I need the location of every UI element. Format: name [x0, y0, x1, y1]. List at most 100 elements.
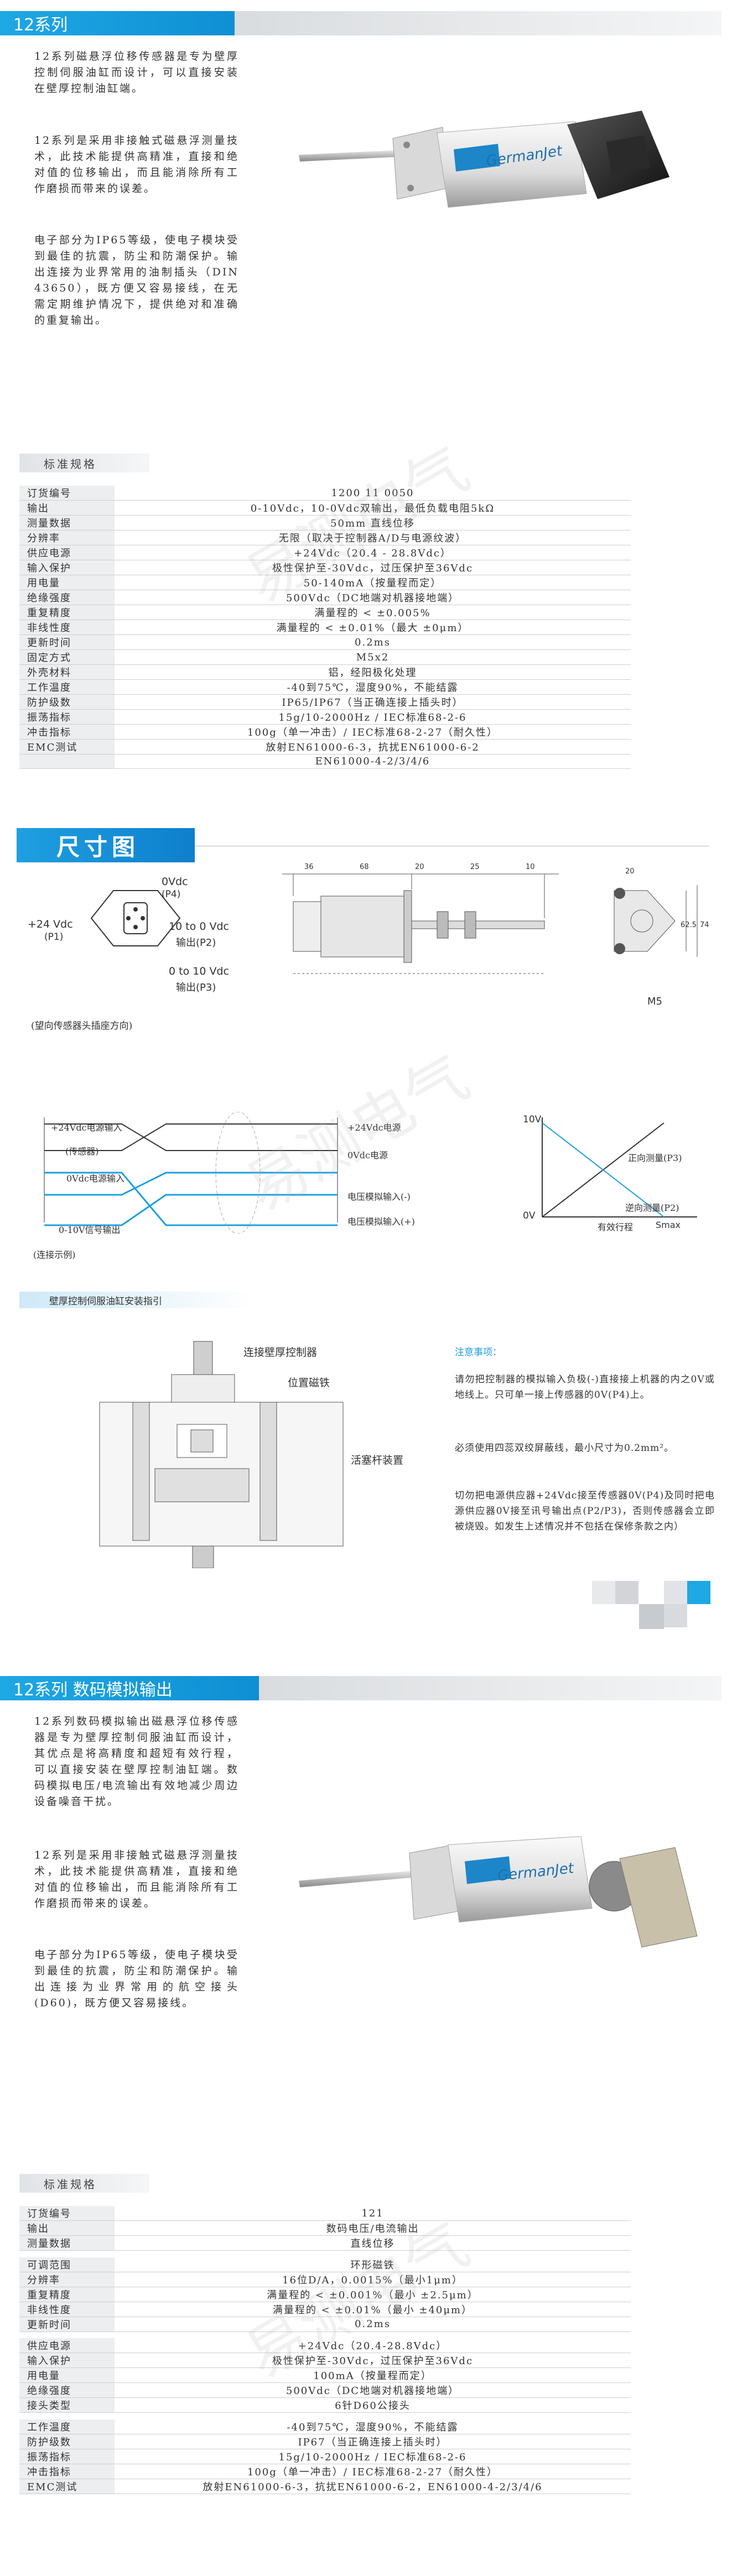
spec-key: 振荡指标	[19, 709, 115, 725]
spec-row: 输入保护极性保护至-30Vdc，过压保护至36Vdc	[19, 2353, 631, 2368]
spec-row: 工作温度-40到75℃，湿度90%，不能结露	[19, 2419, 631, 2434]
spec-key: 外壳材料	[19, 664, 115, 680]
spec-key: 输出	[19, 500, 115, 516]
spec-value: 直线位移	[115, 2235, 631, 2251]
spec-key: 更新时间	[19, 2317, 115, 2332]
spec-value: 0.2ms	[115, 634, 631, 650]
spec-value: 数码电压/电流输出	[115, 2220, 631, 2236]
wire-left-2: (传感器)	[65, 1146, 99, 1157]
spec-value: 16位D/A，0.0015%（最小1μm）	[115, 2272, 631, 2287]
intro-paragraph-1: 12系列磁悬浮位移传感器是专为壁厚控制伺服油缸而设计，可以直接安装在壁厚控制油缸…	[34, 50, 239, 95]
spacer-row	[19, 2250, 631, 2257]
spec-value: 极性保护至-30Vdc，过压保护至36Vdc	[115, 2353, 631, 2368]
pin-label-0to10: 0 to 10 Vdc	[169, 965, 229, 977]
spec-key: 非线性度	[19, 2302, 115, 2317]
wire-right-1: +24Vdc电源	[347, 1122, 401, 1133]
spec-value: 满量程的 < ±0.005%	[115, 605, 631, 620]
spec-key: 更新时间	[19, 634, 115, 650]
spec-label: 标准规格	[19, 454, 149, 472]
front-dim-62: 62.5	[681, 921, 697, 929]
spec-key: 测量数据	[19, 2235, 115, 2251]
spec-key: 重复精度	[19, 2287, 115, 2302]
spec-value: +24Vdc（20.4 - 28.8Vdc）	[115, 545, 631, 560]
graph-line-forward: 正向测量(P3)	[628, 1153, 682, 1163]
spec-key: 绝缘强度	[19, 2382, 115, 2398]
spec-row: 可调范围环形磁铁	[19, 2257, 631, 2272]
spec-value: 极性保护至-30Vdc，过压保护至36Vdc	[115, 560, 631, 575]
spacer-cell	[19, 2250, 631, 2257]
spec-key: 用电量	[19, 2367, 115, 2383]
notes-title: 注意事项：	[455, 1347, 502, 1358]
spec-key: 防护级数	[19, 694, 115, 710]
pin-label-p4: (P4)	[162, 889, 181, 900]
spec-row: 非线性度满量程的 < ±0.01%（最大 ±0μm）	[19, 620, 631, 635]
intro2-paragraph-2: 12系列是采用非接触式磁悬浮测量技术，此技术能提供高精准，直接和绝对值的位移输出…	[34, 1849, 239, 1909]
spec-key: 固定方式	[19, 649, 115, 665]
spec-value: 15g/10-2000Hz / IEC标准68-2-6	[115, 709, 631, 725]
wiring-diagram	[44, 1112, 338, 1234]
dim-36: 36	[304, 863, 314, 871]
spec-value: 1200 11 0050	[115, 486, 631, 501]
spec-key: 测量数据	[19, 515, 115, 530]
spec-label-2: 标准规格	[19, 2174, 149, 2193]
spec-value: EN61000-4-2/3/4/6	[115, 754, 631, 769]
spec-row: 重复精度满量程的 < ±0.005%	[19, 605, 631, 620]
dim-25: 25	[470, 863, 480, 871]
section-title: 12系列	[0, 11, 235, 35]
spec-value: 满量程的 < ±0.01%（最大 ±0μm）	[115, 620, 631, 635]
section-header-fade	[259, 1676, 721, 1700]
spec-key: 订货编号	[19, 2206, 115, 2221]
spec-value: 100g（单一冲击）/ IEC标准68-2-27（耐久性）	[115, 2464, 631, 2479]
graph-y-bottom: 0V	[523, 1210, 536, 1221]
spec-row: 输入保护极性保护至-30Vdc，过压保护至36Vdc	[19, 560, 631, 575]
decor-square	[687, 1581, 710, 1604]
decor-square	[615, 1581, 638, 1604]
connector-caption: (望向传感器头插座方向)	[31, 1021, 133, 1032]
spec-key: 振荡指标	[19, 2449, 115, 2464]
wire-left-1: +24Vdc电源输入	[51, 1122, 122, 1133]
spec-value: 放射EN61000-6-3，抗扰EN61000-6-2，EN61000-4-2/…	[115, 2479, 631, 2494]
connector-pinout-diagram	[90, 890, 181, 946]
spec-value: IP67（当正确连接上插头时）	[115, 2434, 631, 2449]
spec-key: 冲击指标	[19, 2464, 115, 2479]
spec-row: 供应电源+24Vdc（20.4 - 28.8Vdc）	[19, 545, 631, 560]
pin-label-0vdc: 0Vdc	[162, 876, 188, 888]
spec-key: 供应电源	[19, 2338, 115, 2353]
front-dim-20: 20	[625, 867, 635, 876]
decor-square	[664, 1581, 687, 1604]
spec-value: 无限（取决于控制器A/D与电源纹波）	[115, 530, 631, 545]
spec-value: +24Vdc（20.4-28.8Vdc）	[115, 2338, 631, 2353]
graph-y-top: 10V	[523, 1114, 542, 1125]
wire-right-4: 电压模拟输入(+)	[347, 1216, 415, 1227]
pin-label-out2: 输出(P2)	[176, 937, 216, 949]
spec-row: 供应电源+24Vdc（20.4-28.8Vdc）	[19, 2338, 631, 2353]
spec-key: 冲击指标	[19, 724, 115, 740]
spec-value: 0-10Vdc，10-0Vdc双输出，最低负载电阻5kΩ	[115, 500, 631, 516]
graph-x-mid: 有效行程	[598, 1222, 634, 1232]
intro-paragraph-3: 电子部分为IP65等级，使电子模块受到最佳的抗震，防尘和防潮保护。输出连接为业界…	[34, 234, 239, 326]
intro2-paragraph-1: 12系列数码模拟输出磁悬浮位移传感器是专为壁厚控制伺服油缸而设计，其优点是将高精…	[34, 1715, 239, 1808]
wiring-caption: (连接示例)	[33, 1250, 76, 1260]
spec-value: 满量程的 < ±0.01%（最小 ±40μm）	[115, 2302, 631, 2317]
spec-value: 50-140mA（按量程而定）	[115, 575, 631, 590]
spec-row: 工作温度-40到75℃，湿度90%，不能结露	[19, 679, 631, 695]
spec-key: EMC测试	[19, 2479, 115, 2494]
spec-row: EMC测试放射EN61000-6-3，抗扰EN61000-6-2	[19, 739, 631, 754]
spec-key	[19, 754, 115, 769]
spec-key: 订货编号	[19, 486, 115, 501]
spec-value: 500Vdc（DC地端对机器接地端）	[115, 2382, 631, 2398]
spec-row: 输出数码电压/电流输出	[19, 2220, 631, 2236]
